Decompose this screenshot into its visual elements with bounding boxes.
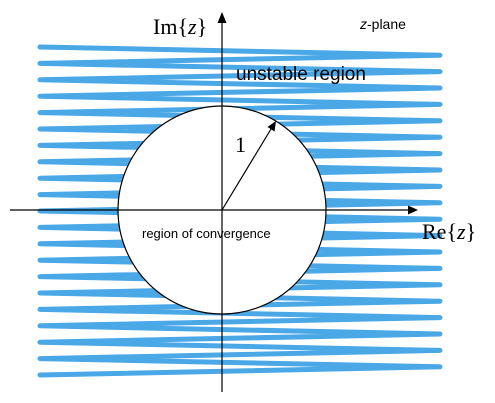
z-plane-label: z-plane — [359, 16, 406, 32]
real-axis-arrowhead — [408, 205, 418, 215]
imaginary-axis-arrowhead — [217, 12, 227, 23]
imaginary-axis-label: Im{z} — [153, 14, 207, 39]
unstable-region-label: unstable region — [236, 64, 366, 85]
region-of-convergence-label: region of convergence — [142, 226, 271, 241]
radius-arrowhead — [267, 121, 276, 132]
real-axis-label: Re{z} — [422, 219, 476, 244]
radius-arrow-line — [221, 128, 272, 211]
unstable-region-hatching — [37, 44, 443, 378]
radius-label: 1 — [235, 132, 246, 157]
